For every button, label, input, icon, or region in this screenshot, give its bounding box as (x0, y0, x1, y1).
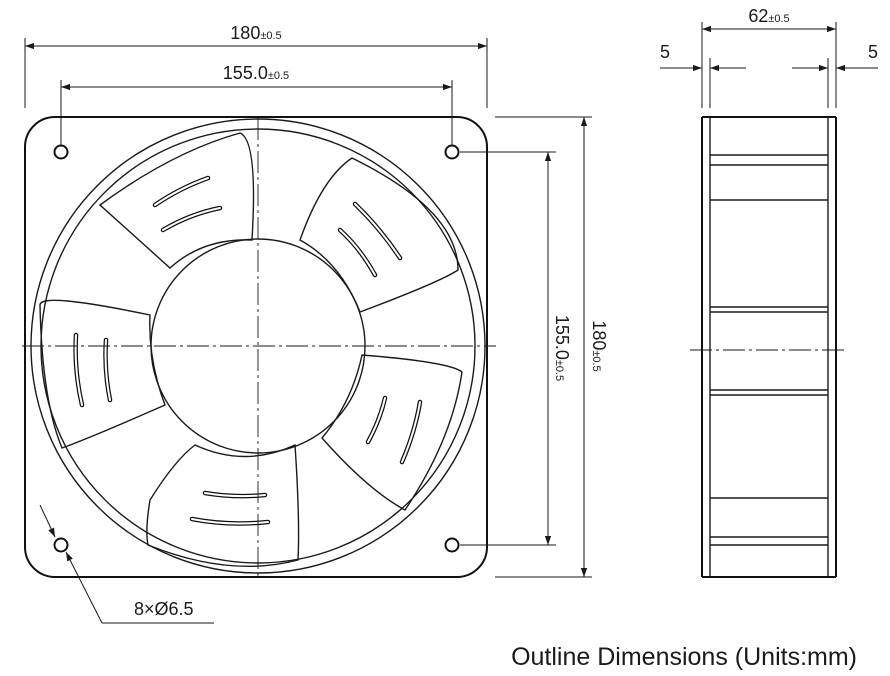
fan-blade (299, 157, 459, 313)
drawing-caption: Outline Dimensions (Units:mm) (511, 643, 857, 671)
mounting-hole-callout: 8×Ø6.5 (39, 504, 214, 624)
dim-overall-width-label: 180±0.5 (230, 23, 281, 43)
mounting-holes (53, 144, 460, 553)
fan-blade (98, 132, 255, 269)
dimension-hole-spacing-vertical: 155.0±0.5 (460, 151, 572, 546)
dimension-overall-height: 180±0.5 (495, 116, 609, 578)
dimension-flange-right: 5 (792, 42, 878, 108)
mounting-hole (444, 144, 460, 160)
dimension-overall-width: 180±0.5 (24, 23, 488, 108)
dimension-hole-spacing-horizontal: 155.0±0.5 (60, 63, 453, 146)
fan-blades (39, 132, 463, 568)
mounting-hole-callout-label: 8×Ø6.5 (134, 599, 194, 619)
dim-flange-left-label: 5 (660, 42, 670, 62)
front-view: 180±0.5 155.0±0.5 155.0±0.5 180±0.5 (22, 23, 609, 624)
dimension-depth: 62±0.5 (701, 6, 837, 108)
dimension-flange-left: 5 (660, 42, 746, 108)
fan-blade (39, 299, 166, 449)
dim-hole-spacing-vertical-label: 155.0±0.5 (552, 315, 572, 381)
dim-depth-label: 62±0.5 (748, 6, 789, 26)
dim-overall-height-label: 180±0.5 (589, 320, 609, 371)
dim-hole-spacing-horizontal-label: 155.0±0.5 (223, 63, 289, 83)
fan-frame (24, 116, 488, 578)
mounting-hole (53, 537, 69, 553)
blade-ribs (73, 175, 423, 526)
mounting-hole (444, 537, 460, 553)
dim-flange-right-label: 5 (868, 42, 878, 62)
mounting-hole (53, 144, 69, 160)
fan-blade (321, 354, 463, 511)
fan-blade (146, 443, 300, 568)
center-lines (22, 118, 496, 576)
side-view: 62±0.5 5 5 (660, 6, 878, 578)
